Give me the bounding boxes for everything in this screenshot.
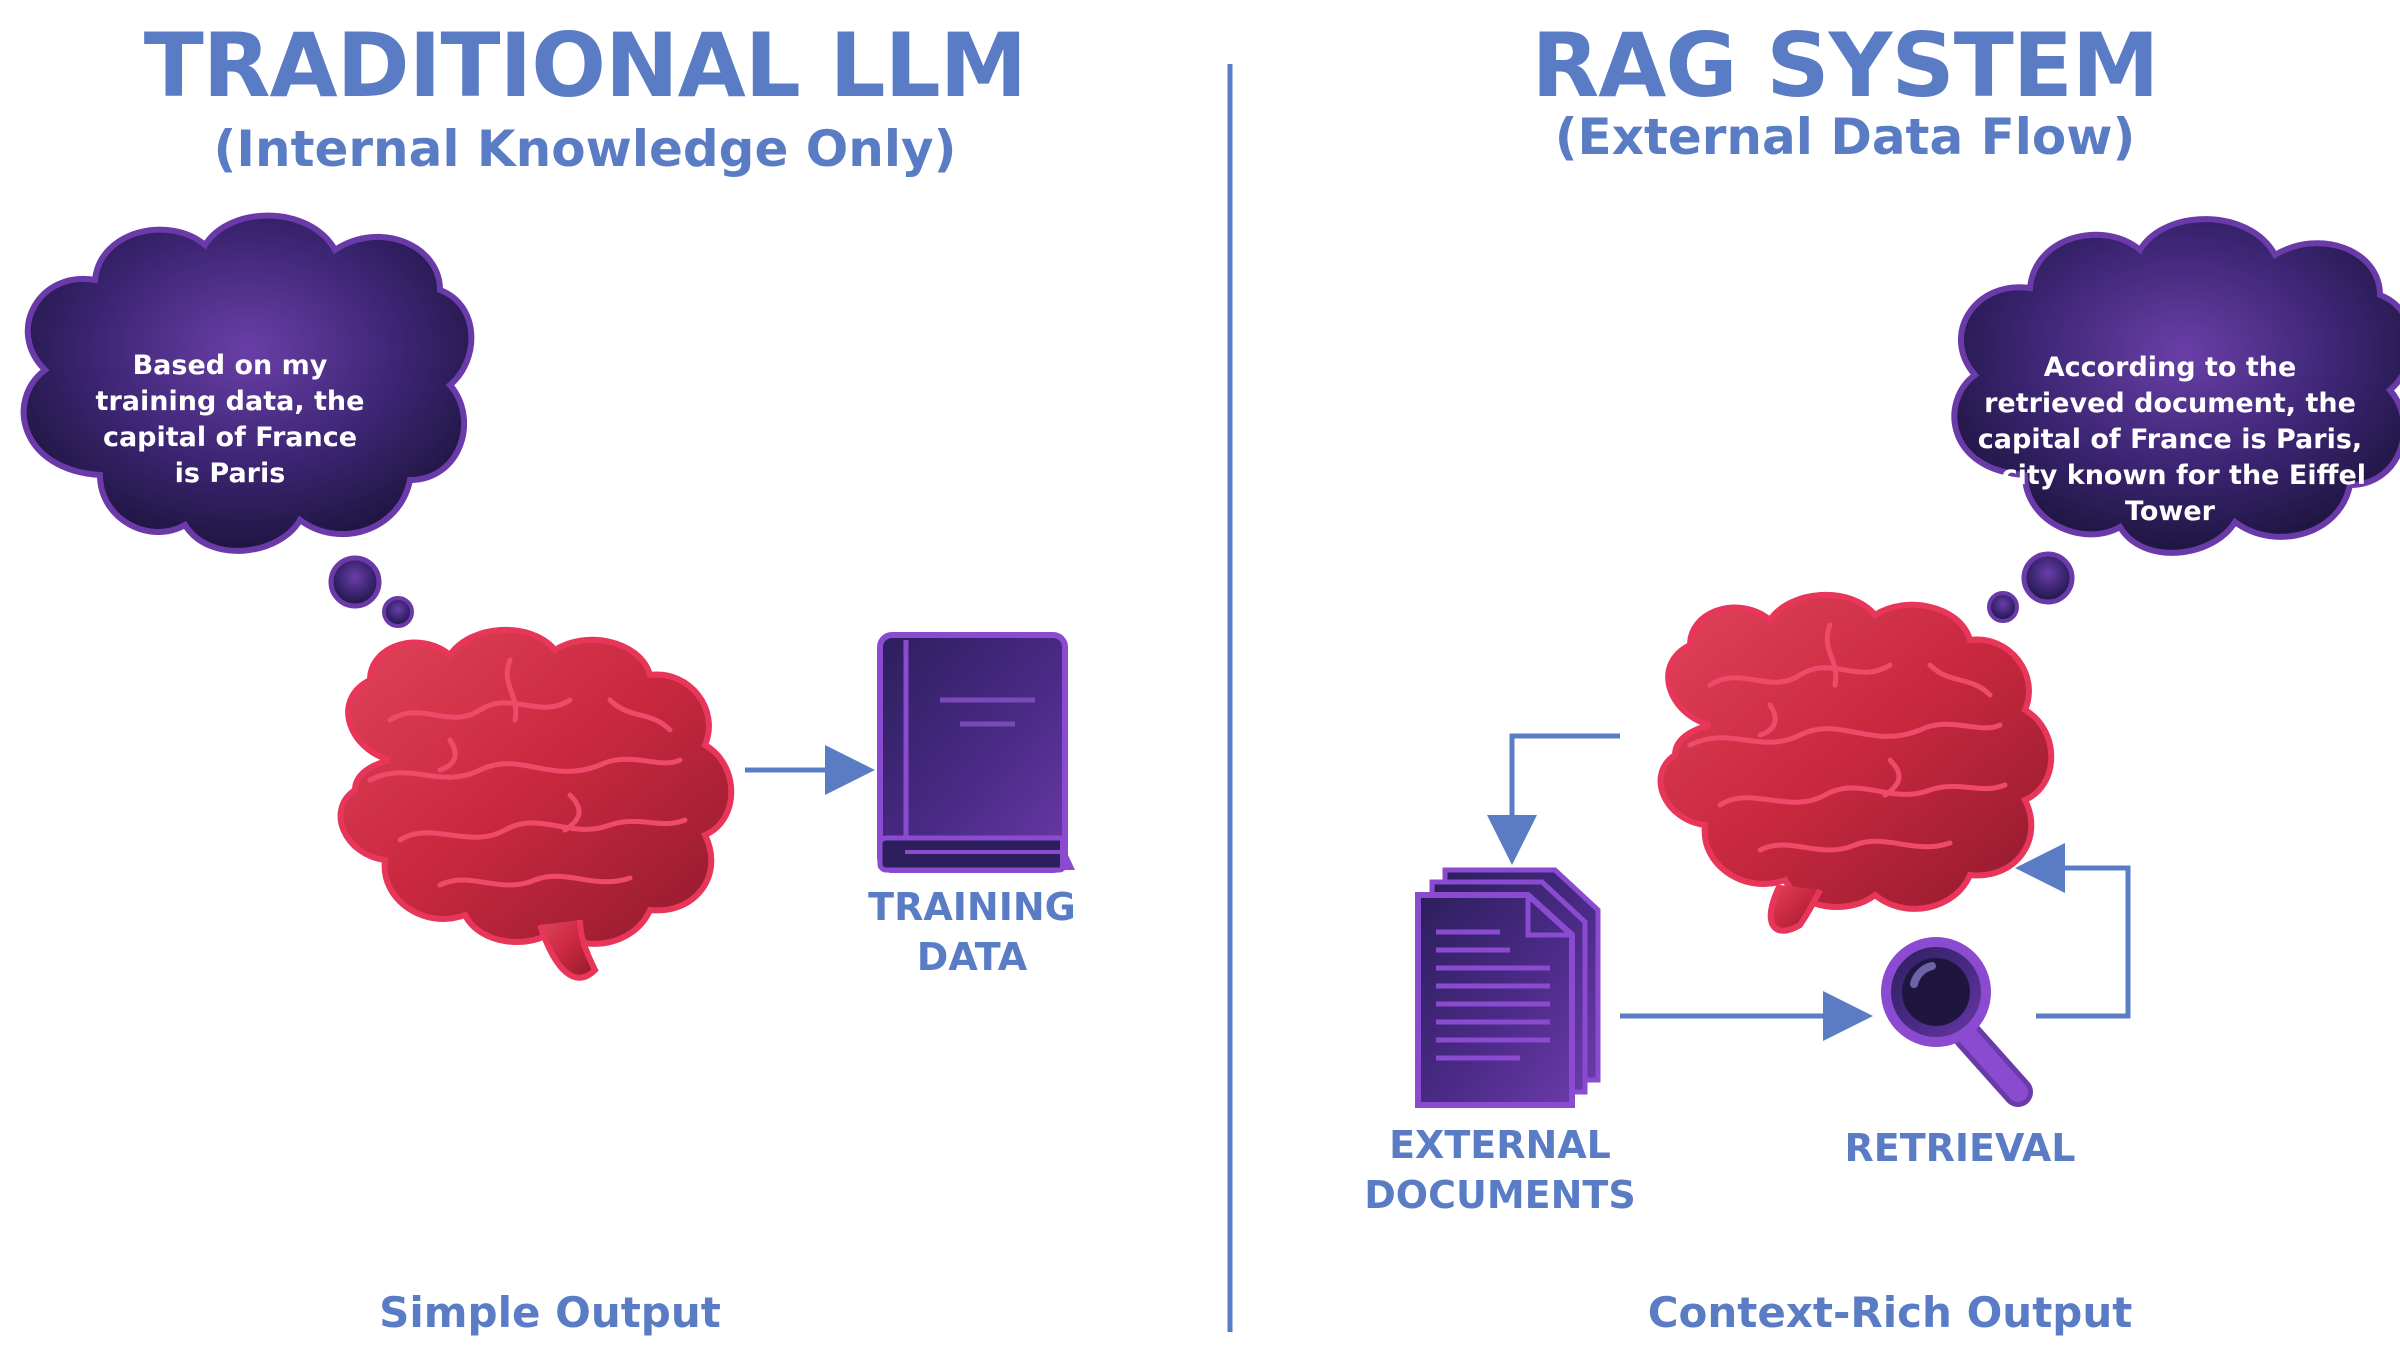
- right-bubble-dot-large: [2021, 551, 2075, 605]
- training-data-label: TRAINING DATA: [822, 882, 1122, 982]
- training-data-label-line1: TRAINING: [868, 885, 1076, 929]
- right-bubble-dot-small: [1987, 591, 2019, 623]
- retrieval-label: RETRIEVAL: [1844, 1126, 2076, 1170]
- right-footer: Context-Rich Output: [1647, 1288, 2133, 1337]
- right-brain-icon: [1657, 592, 2055, 934]
- left-footer: Simple Output: [379, 1288, 721, 1337]
- external-documents-label-line2: DOCUMENTS: [1364, 1173, 1636, 1217]
- right-title: RAG SYSTEM: [1531, 14, 2160, 117]
- right-subtitle: (External Data Flow): [1554, 108, 2136, 166]
- right-thought-text: According to the retrieved document, the…: [1973, 352, 2367, 527]
- training-data-label-line2: DATA: [916, 935, 1028, 979]
- right-thought-bubble-icon: [1951, 216, 2400, 556]
- book-icon: [877, 632, 1075, 873]
- left-title: TRADITIONAL LLM: [143, 14, 1027, 117]
- arrow-retrieval-to-brain-icon: [2015, 843, 2131, 1019]
- arrow-brain-to-documents-icon: [1487, 733, 1620, 865]
- documents-icon: [1415, 867, 1601, 1108]
- left-thought-bubble-icon: [20, 212, 475, 628]
- left-subtitle: (Internal Knowledge Only): [213, 120, 957, 178]
- external-documents-label: EXTERNAL DOCUMENTS: [1340, 1120, 1660, 1220]
- magnifier-icon: [1881, 937, 2033, 1107]
- left-brain-icon: [337, 627, 735, 981]
- left-thought-text: Based on my training data, the capital o…: [95, 350, 365, 489]
- external-documents-label-line1: EXTERNAL: [1389, 1123, 1611, 1167]
